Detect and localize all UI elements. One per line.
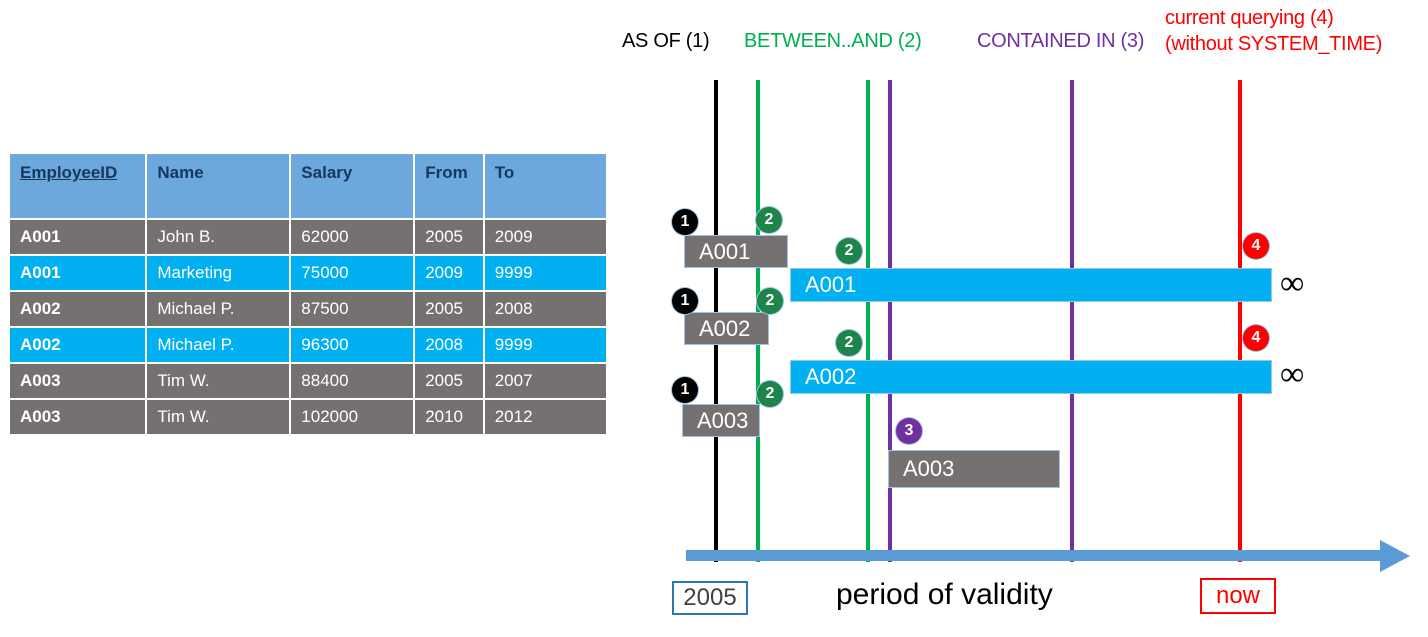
badge-between-a002-start: 2 — [757, 288, 783, 314]
legend-between-and: BETWEEN..AND (2) — [744, 30, 922, 52]
badge-contained-a003: 3 — [896, 418, 922, 444]
legend-contained-in: CONTAINED IN (3) — [977, 30, 1145, 52]
cell-employeeid: A002 — [10, 328, 146, 362]
cell-to: 2008 — [484, 292, 606, 326]
cell-name: Marketing — [147, 256, 290, 290]
cell-name: John B. — [147, 220, 290, 254]
badge-between-a001-end: 2 — [836, 238, 862, 264]
infinity-a001: ∞ — [1280, 265, 1305, 302]
badge-current-a002: 4 — [1243, 325, 1269, 351]
cell-employeeid: A003 — [10, 400, 146, 434]
badge-between-a002-end: 2 — [836, 330, 862, 356]
timeline-axis-line — [686, 550, 1386, 561]
badge-between-a001-start: 2 — [756, 207, 782, 233]
legend-current-line1: current querying (4) — [1165, 7, 1334, 29]
legend-current-querying: current querying (4) (without SYSTEM_TIM… — [1165, 5, 1382, 57]
cell-employeeid: A001 — [10, 220, 146, 254]
cell-salary: 62000 — [291, 220, 414, 254]
bar-a003-historic: A003 — [682, 404, 760, 437]
bar-a003-second: A003 — [888, 450, 1060, 488]
cell-to: 2012 — [484, 400, 606, 434]
badge-current-a001: 4 — [1243, 233, 1269, 259]
bar-a001-current: A001 — [790, 268, 1272, 302]
cell-from: 2010 — [415, 400, 483, 434]
bar-a001-historic: A001 — [684, 235, 788, 268]
cell-employeeid: A002 — [10, 292, 146, 326]
cell-salary: 87500 — [291, 292, 414, 326]
cell-to: 2007 — [484, 364, 606, 398]
cell-to: 9999 — [484, 256, 606, 290]
cell-salary: 75000 — [291, 256, 414, 290]
cell-employeeid: A001 — [10, 256, 146, 290]
badge-as-of-a001: 1 — [672, 209, 698, 235]
legend-as-of: AS OF (1) — [622, 30, 710, 52]
bar-a002-historic: A002 — [684, 312, 769, 345]
axis-end-label: now — [1200, 578, 1276, 614]
column-header-employeeid: EmployeeID — [10, 154, 146, 218]
badge-as-of-a003: 1 — [672, 377, 698, 403]
column-header-from: From — [415, 154, 483, 218]
column-header-name: Name — [147, 154, 290, 218]
cell-name: Tim W. — [147, 364, 290, 398]
cell-salary: 96300 — [291, 328, 414, 362]
infinity-a002: ∞ — [1280, 356, 1305, 393]
bar-a002-current: A002 — [790, 360, 1272, 394]
cell-from: 2009 — [415, 256, 483, 290]
cell-from: 2005 — [415, 364, 483, 398]
timeline-axis-arrow-icon — [1380, 540, 1410, 572]
column-header-to: To — [484, 154, 606, 218]
badge-as-of-a002: 1 — [672, 288, 698, 314]
cell-to: 2009 — [484, 220, 606, 254]
now-line — [1238, 80, 1242, 562]
legend-current-line2: (without SYSTEM_TIME) — [1165, 33, 1383, 55]
cell-to: 9999 — [484, 328, 606, 362]
between-end-line — [866, 80, 870, 562]
cell-from: 2005 — [415, 292, 483, 326]
axis-title: period of validity — [836, 578, 1053, 611]
badge-between-a003: 2 — [757, 381, 783, 407]
cell-salary: 102000 — [291, 400, 414, 434]
cell-name: Michael P. — [147, 328, 290, 362]
table-header: EmployeeID Name Salary From To — [10, 154, 606, 218]
cell-name: Michael P. — [147, 292, 290, 326]
cell-employeeid: A003 — [10, 364, 146, 398]
cell-name: Tim W. — [147, 400, 290, 434]
cell-from: 2008 — [415, 328, 483, 362]
column-header-salary: Salary — [291, 154, 414, 218]
table-header-row: EmployeeID Name Salary From To — [10, 154, 606, 218]
cell-salary: 88400 — [291, 364, 414, 398]
cell-from: 2005 — [415, 220, 483, 254]
axis-start-label: 2005 — [672, 581, 748, 615]
contained-start-line — [888, 80, 892, 562]
contained-end-line — [1070, 80, 1074, 562]
